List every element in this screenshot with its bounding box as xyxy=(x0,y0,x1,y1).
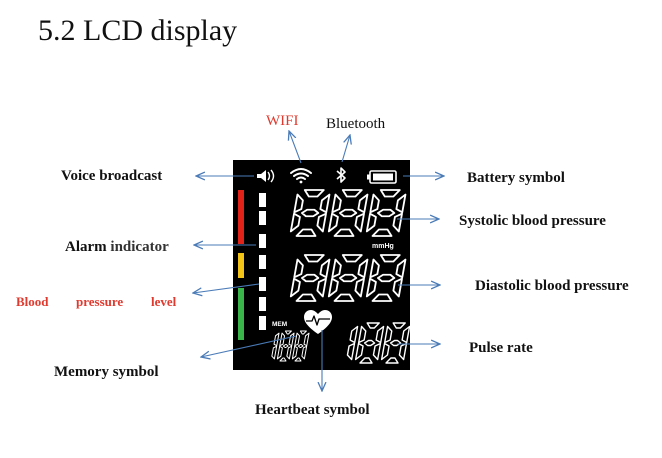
memory-arrow xyxy=(201,335,297,357)
indicator-word: indicator xyxy=(110,239,169,255)
pulse-digits xyxy=(346,322,410,364)
wifi-arrow xyxy=(289,131,302,164)
memory-digit-1 xyxy=(271,332,280,360)
diastolic-label: Diastolic blood pressure xyxy=(475,278,629,294)
speaker-icon xyxy=(257,169,275,183)
alarm-word: Alarm xyxy=(65,239,107,255)
bp-level-color-bar xyxy=(238,190,244,340)
alarm-indicator-label: Alarm indicator xyxy=(65,239,169,256)
mem-label: MEM xyxy=(272,321,287,328)
pulse-digit-2 xyxy=(354,322,385,364)
diastolic-digit-1 xyxy=(289,254,331,302)
memory-digits xyxy=(271,330,310,362)
alarm-indicator-segments xyxy=(259,193,266,330)
unit-mmhg: mmHg xyxy=(372,243,394,250)
bp-level-word-1: Blood xyxy=(16,294,49,309)
alarm-segment-7 xyxy=(259,316,266,330)
diastolic-digit-2 xyxy=(327,254,369,302)
memory-digit-2 xyxy=(276,330,295,362)
bluetooth-arrow xyxy=(341,135,350,163)
bp-level-arrow xyxy=(193,283,260,293)
wifi-label: WIFI xyxy=(266,113,299,129)
systolic-label: Systolic blood pressure xyxy=(459,213,606,229)
alarm-segment-3 xyxy=(259,234,266,248)
bp-level-word-3: level xyxy=(151,294,177,309)
systolic-digits xyxy=(289,189,407,237)
memory-symbol-label: Memory symbol xyxy=(54,364,159,380)
page-title: 5.2 LCD display xyxy=(38,14,238,47)
alarm-segment-5 xyxy=(259,277,266,291)
alarm-segment-4 xyxy=(259,255,266,269)
pulse-digit-1 xyxy=(346,325,359,361)
battery-icon xyxy=(367,170,397,184)
pulse-digit-3 xyxy=(380,322,410,364)
heartbeat-symbol-label: Heartbeat symbol xyxy=(255,402,370,418)
voice-broadcast-label: Voice broadcast xyxy=(61,168,163,184)
diastolic-digits xyxy=(289,254,407,302)
wifi-icon xyxy=(290,168,312,184)
systolic-digit-3 xyxy=(365,189,407,237)
alarm-segment-2 xyxy=(259,211,266,225)
alarm-segment-1 xyxy=(259,193,266,207)
bluetooth-icon xyxy=(336,167,346,183)
pulse-rate-label: Pulse rate xyxy=(469,340,533,356)
memory-digit-3 xyxy=(291,330,310,362)
systolic-digit-2 xyxy=(327,189,369,237)
battery-symbol-label: Battery symbol xyxy=(467,170,565,186)
diastolic-digit-3 xyxy=(365,254,407,302)
alarm-segment-6 xyxy=(259,297,266,311)
systolic-digit-1 xyxy=(289,189,331,237)
heartbeat-icon xyxy=(304,310,332,334)
bluetooth-label: Bluetooth xyxy=(326,116,386,132)
bp-level-word-2: pressure xyxy=(76,294,124,309)
